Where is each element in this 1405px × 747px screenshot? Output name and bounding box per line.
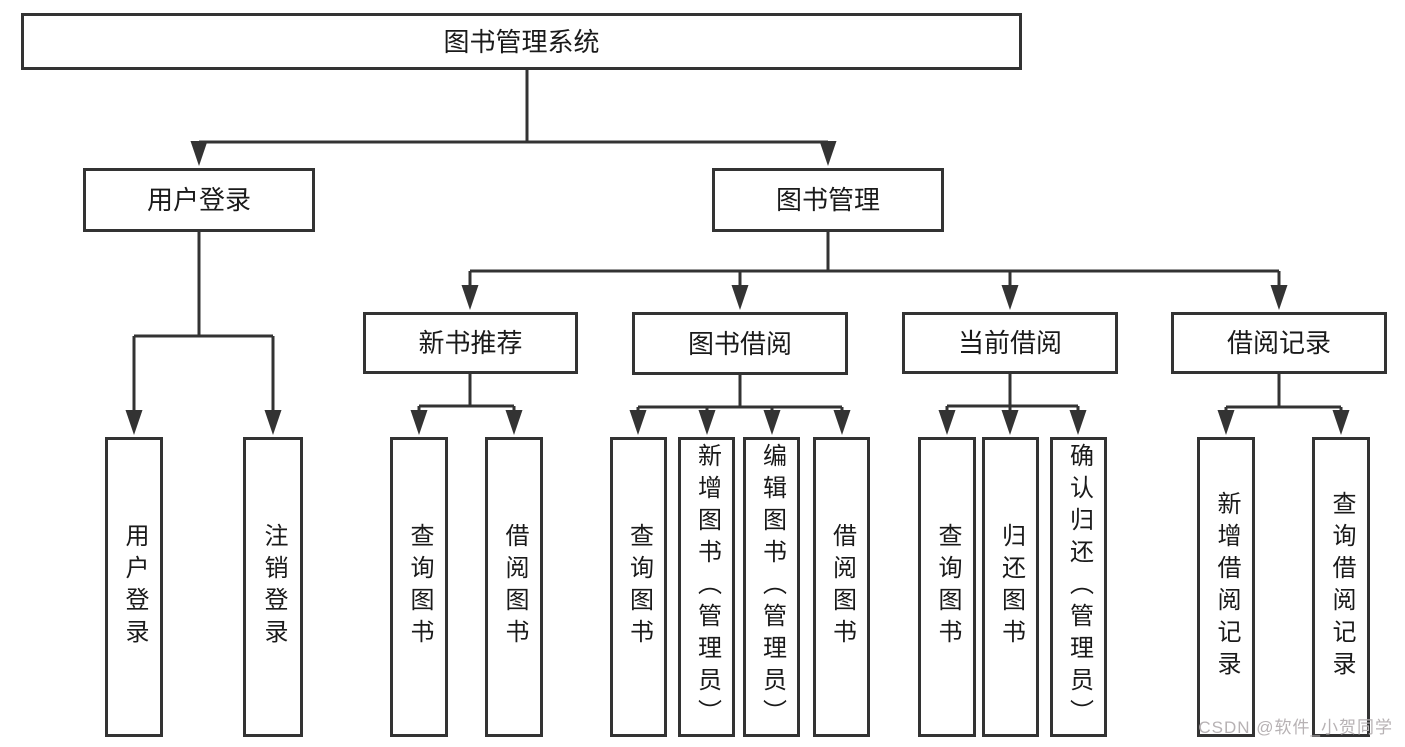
node-leaf-add-books-admin: 新增图书（管理员） [678,437,735,737]
node-leaf-query-books-recommend: 查询图书 [390,437,448,737]
node-leaf-borrow-books: 借阅图书 [813,437,870,737]
node-new-book-recommend: 新书推荐 [363,312,578,374]
node-leaf-logout: 注销登录 [243,437,303,737]
node-leaf-add-borrow-record: 新增借阅记录 [1197,437,1255,737]
node-leaf-user-login: 用户登录 [105,437,163,737]
node-book-management: 图书管理 [712,168,944,232]
node-book-borrowing: 图书借阅 [632,312,848,375]
node-user-login: 用户登录 [83,168,315,232]
node-leaf-borrow-books-recommend: 借阅图书 [485,437,543,737]
node-leaf-query-books-current: 查询图书 [918,437,976,737]
node-leaf-confirm-return-admin: 确认归还（管理员） [1050,437,1107,737]
node-leaf-return-books: 归还图书 [982,437,1039,737]
node-leaf-query-borrow-record: 查询借阅记录 [1312,437,1370,737]
node-borrowing-records: 借阅记录 [1171,312,1387,374]
node-current-borrowing: 当前借阅 [902,312,1118,374]
node-leaf-query-books-borrow: 查询图书 [610,437,667,737]
node-leaf-edit-books-admin: 编辑图书（管理员） [743,437,800,737]
node-book-management-system: 图书管理系统 [21,13,1022,70]
